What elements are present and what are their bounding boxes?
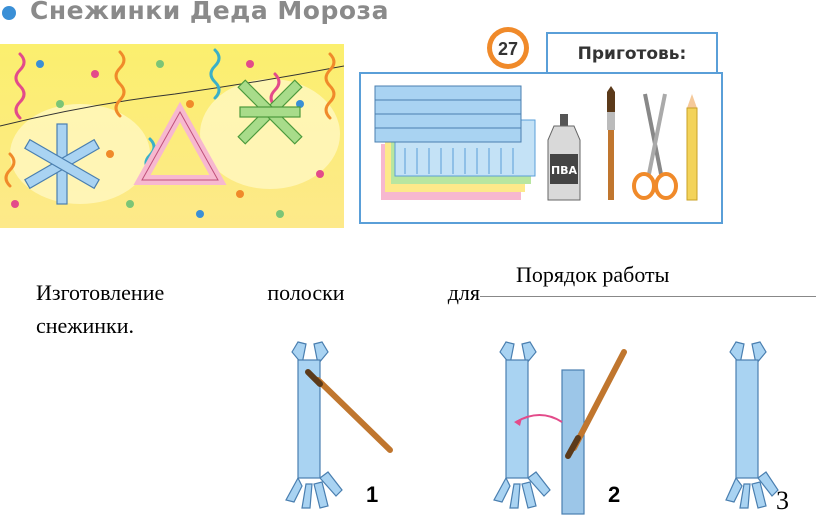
word-1: Изготовление [36, 280, 165, 305]
glue-bottle-icon: ПВА [547, 114, 581, 201]
materials-panel: ПВА [359, 72, 723, 224]
brush-icon [607, 86, 615, 200]
step-number-1: 1 [366, 482, 378, 507]
word-3: для [447, 280, 480, 305]
step-number-3: 3 [776, 486, 789, 515]
work-order-heading: Порядок работы [516, 262, 670, 287]
bullet-icon [2, 6, 16, 20]
step-2-illustration: 2 [490, 338, 640, 518]
pencil-icon [686, 94, 698, 201]
glue-label: ПВА [551, 164, 578, 177]
materials-illustration: ПВА [374, 85, 698, 201]
heading-underline [480, 296, 816, 297]
step-3-illustration [724, 338, 784, 518]
word-2: полоски [267, 280, 345, 305]
lesson-number-badge: 27 [487, 27, 529, 69]
paper-sheets-icon [374, 85, 536, 200]
scissors-icon [632, 93, 678, 200]
snowflake-scene-illustration [0, 44, 344, 228]
badge-number: 27 [498, 39, 518, 59]
step-1-illustration: 1 [270, 338, 410, 518]
step-number-2: 2 [608, 482, 620, 507]
page-title: Снежинки Деда Мороза [30, 0, 389, 25]
prepare-label: Приготовь: [546, 32, 718, 74]
paragraph-line-2: снежинки. [36, 313, 135, 338]
instruction-paragraph: Изготовление полоски для снежинки. [36, 276, 480, 342]
